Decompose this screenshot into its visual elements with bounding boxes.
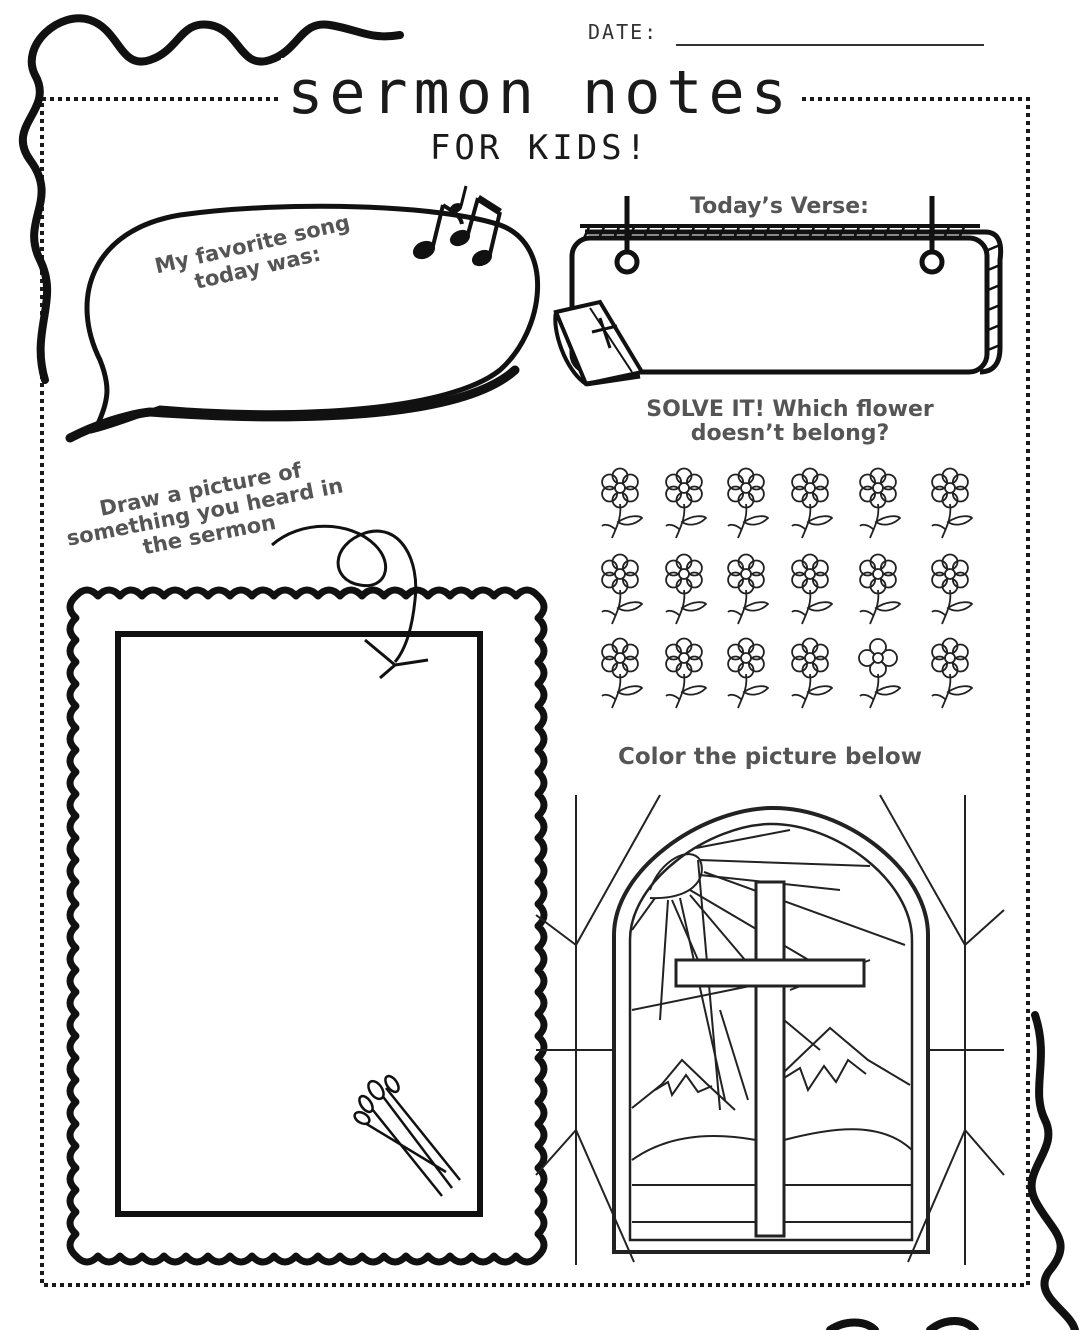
dotted-border	[40, 97, 1030, 1287]
verse-label: Today’s Verse:	[690, 194, 869, 219]
flower-icon[interactable]	[601, 637, 644, 709]
flower-icon[interactable]	[858, 638, 902, 709]
squiggle-top-left	[19, 14, 404, 384]
flower-icon[interactable]	[791, 553, 834, 625]
flower-icon[interactable]	[665, 637, 708, 709]
mountain-icon	[631, 1026, 913, 1223]
stained-glass-window	[535, 794, 1005, 1265]
page-title-text: sermon notes	[281, 58, 799, 128]
flower-icon[interactable]	[601, 553, 644, 625]
flower-icon[interactable]	[727, 467, 770, 539]
flower-grid	[601, 467, 974, 709]
flower-icon[interactable]	[791, 467, 834, 539]
solve-label: SOLVE IT! Which flower doesn’t belong?	[646, 397, 934, 446]
color-label: Color the picture below	[618, 744, 922, 770]
flower-icon[interactable]	[859, 467, 902, 539]
page-title: sermon notes	[0, 58, 1080, 128]
flower-icon[interactable]	[665, 467, 708, 539]
arrow-squiggle	[271, 524, 418, 663]
speech-bubble	[65, 203, 541, 443]
verse-answer-area[interactable]	[650, 280, 970, 365]
drawing-frame	[66, 586, 548, 1266]
page-subtitle: FOR KIDS!	[429, 128, 651, 168]
verse-board	[569, 196, 1004, 375]
music-notes-icon	[412, 185, 502, 267]
song-answer-area[interactable]	[140, 290, 500, 390]
date-field[interactable]	[676, 44, 984, 46]
bible-icon	[553, 299, 646, 387]
flower-icon[interactable]	[931, 553, 974, 625]
flower-icon[interactable]	[727, 553, 770, 625]
flower-icon[interactable]	[859, 553, 902, 625]
flower-icon[interactable]	[727, 637, 770, 709]
flower-icon[interactable]	[791, 637, 834, 709]
flower-icon[interactable]	[665, 553, 708, 625]
flower-icon[interactable]	[601, 467, 644, 539]
flower-icon[interactable]	[931, 467, 974, 539]
date-label: DATE:	[588, 20, 659, 44]
cross-icon	[674, 880, 866, 1238]
flower-icon[interactable]	[931, 637, 974, 709]
squiggle-bottom-right	[1027, 1011, 1079, 1330]
paintbrushes-icon	[353, 1074, 461, 1197]
drawing-area[interactable]	[124, 640, 474, 1208]
